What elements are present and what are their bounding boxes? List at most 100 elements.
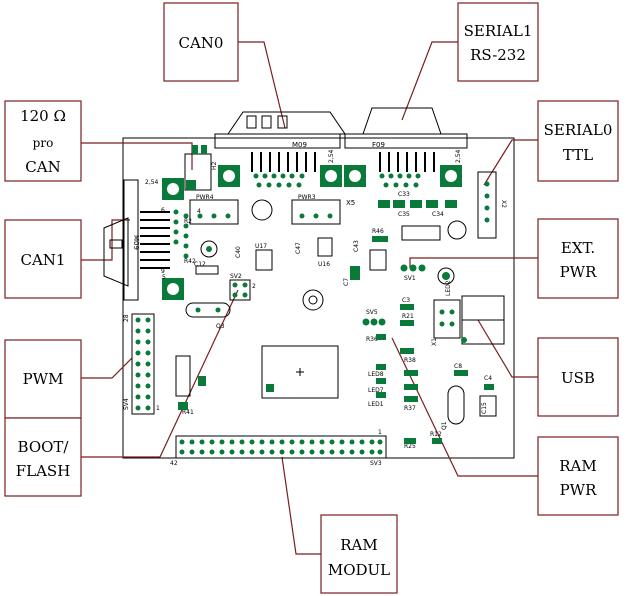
callout-can1: CAN1 <box>4 219 82 299</box>
callout-extpwr-line1: EXT. <box>561 239 595 257</box>
label-r46: R46 <box>372 228 384 235</box>
label-pwr3: PWR3 <box>298 194 316 201</box>
label-pin6: 6 <box>161 207 165 214</box>
label-sv3-pin42: 42 <box>170 460 178 467</box>
leader-can0 <box>238 41 286 129</box>
callouts: CAN0 SERIAL1 RS-232 120 Ω pro CAN SERIAL… <box>4 2 619 594</box>
label-sv2: SV2 <box>230 273 242 280</box>
db9-f09-top: F09 2,54 <box>344 107 468 188</box>
label-led1: LED1 <box>368 401 384 408</box>
db9-m09-left: 2,54 M09 6 9 5 <box>103 178 189 301</box>
label-r25: R25 <box>404 443 416 450</box>
callout-extpwr: EXT. PWR <box>537 218 619 299</box>
ram-pwr-area: SV5 R36 C3 R21 R38 R37 LED8 LED7 LED1 R2… <box>362 297 442 450</box>
label-254-left: 2,54 <box>145 179 159 186</box>
label-q3: Q3 <box>216 323 225 330</box>
callout-can120-line2: pro <box>33 136 54 150</box>
label-r42: R42 <box>184 258 196 265</box>
callout-serial0-line1: SERIAL0 <box>544 121 613 139</box>
label-c34: C34 <box>432 211 444 218</box>
mcu-chip <box>261 345 339 399</box>
label-u17: U17 <box>255 243 267 250</box>
label-h2: H2 <box>211 161 218 170</box>
usb-area: LED2 X1 <box>431 280 505 346</box>
label-c35: C35 <box>398 211 410 218</box>
callout-serial1-line1: SERIAL1 <box>464 22 533 40</box>
label-r37: R37 <box>404 405 416 412</box>
label-sv1: SV1 <box>404 275 416 282</box>
label-u16: U16 <box>318 261 330 268</box>
callout-usb-line1: USB <box>561 369 595 387</box>
callout-boot-line1: BOOT/ <box>18 438 70 456</box>
leader-extpwr <box>409 257 538 268</box>
label-r21: R21 <box>402 313 414 320</box>
callout-serial0: SERIAL0 TTL <box>537 100 619 182</box>
label-sv3: SV3 <box>370 460 382 467</box>
center-left-components: R2 R42 C12 U17 U16 C40 C47 C43 C7 R46 <box>184 199 388 311</box>
ext-pwr-jumper: SV1 <box>400 264 455 285</box>
label-r38: R38 <box>404 357 416 364</box>
label-r41: R41 <box>182 409 194 416</box>
sv4-pwm-header: 28 SV4 1 <box>123 313 160 415</box>
callout-ramm-line1: RAM <box>340 536 378 554</box>
callout-can120: 120 Ω pro CAN <box>4 100 82 182</box>
serial0-capacitors: C33 C35 C34 <box>378 191 467 241</box>
label-c7: C7 <box>343 278 350 286</box>
label-254-top: 2,54 <box>328 149 335 163</box>
label-x2: X2 <box>500 200 507 208</box>
crystal-q1: Q1 C8 C4 C15 <box>441 363 497 430</box>
label-c8: C8 <box>454 363 462 370</box>
callout-can120-line3: CAN <box>25 158 60 176</box>
x2-header: X2 <box>477 171 507 239</box>
label-sv2-pin2: 2 <box>252 283 256 290</box>
callout-can0-line1: CAN0 <box>179 34 224 52</box>
callout-ramm: RAM MODUL <box>320 514 398 594</box>
regulator-left: R41 <box>175 355 206 416</box>
label-c3: C3 <box>402 297 410 304</box>
leader-boot <box>81 289 239 458</box>
label-r12: R12 <box>430 431 442 438</box>
callout-can120-line1: 120 Ω <box>20 107 66 125</box>
callout-serial0-line2: TTL <box>563 146 593 164</box>
label-led7: LED7 <box>368 387 384 394</box>
label-f09-top: F09 <box>372 141 385 149</box>
label-c12: C12 <box>194 261 206 268</box>
callout-rampwr-line2: PWR <box>560 481 598 499</box>
label-led2: LED2 <box>445 280 452 296</box>
label-c33: C33 <box>398 191 410 198</box>
pwr4-header: PWR4 4 <box>189 194 239 225</box>
label-c4: C4 <box>484 375 492 382</box>
callout-usb: USB <box>537 337 619 417</box>
label-led8: LED8 <box>368 371 384 378</box>
callout-pwm-line1: PWM <box>23 370 64 388</box>
label-pin9: 9 <box>161 268 165 275</box>
label-sv3-pin1: 1 <box>378 429 382 436</box>
callout-pwm: PWM <box>4 339 82 419</box>
label-pwr4-pin4: 4 <box>197 208 201 215</box>
pwr3-header: PWR3 X5 <box>291 194 355 225</box>
sv3-pads <box>179 439 383 455</box>
callout-rampwr-line1: RAM <box>559 457 597 475</box>
jumper-120ohm: H2 <box>184 145 218 191</box>
label-r2: R2 <box>184 218 192 225</box>
label-x1: X1 <box>431 338 438 346</box>
crystal-q3: Q3 <box>185 302 231 330</box>
leader-serial0 <box>483 139 538 186</box>
label-q1: Q1 <box>441 421 448 430</box>
label-m09-left: M09 <box>132 235 140 250</box>
label-c15: C15 <box>481 402 488 414</box>
callout-ramm-line2: MODUL <box>328 561 390 579</box>
leader-usb <box>477 319 538 378</box>
callout-boot-line2: FLASH <box>16 462 71 480</box>
callout-serial1-line2: RS-232 <box>470 46 526 64</box>
label-254-top-right: 2,54 <box>455 149 462 163</box>
label-sv5: SV5 <box>366 309 378 316</box>
callout-can0: CAN0 <box>163 2 239 82</box>
leader-serial1 <box>401 41 458 121</box>
callout-boot: BOOT/ FLASH <box>4 417 82 497</box>
label-pin5: 5 <box>162 274 166 281</box>
label-sv4-pin1: 1 <box>156 405 160 412</box>
callout-serial1: SERIAL1 RS-232 <box>457 2 539 82</box>
callout-can1-line1: CAN1 <box>21 251 66 269</box>
